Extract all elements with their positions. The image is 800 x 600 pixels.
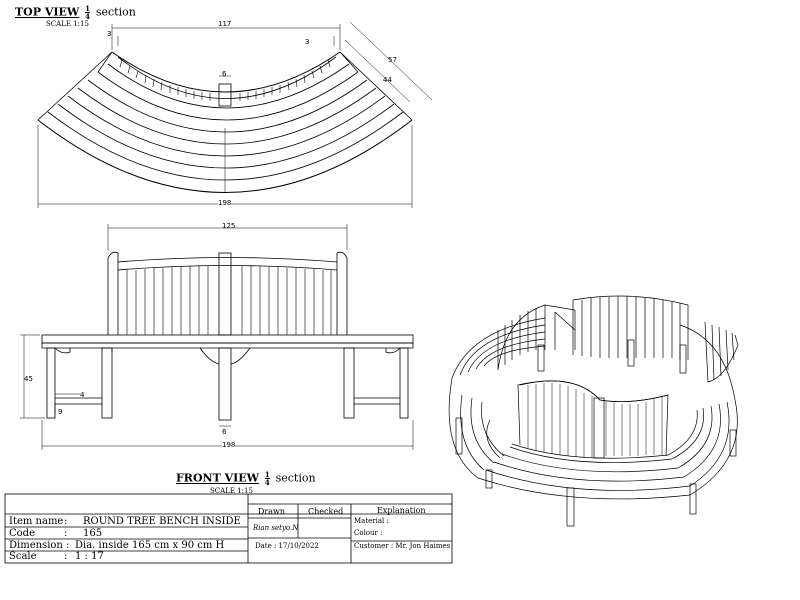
dim-front-4: 4 (80, 391, 85, 399)
item-name-colon: : (64, 516, 68, 527)
top-view-frac-den: 4 (85, 12, 91, 21)
front-view-title-text: FRONT VIEW (176, 471, 260, 485)
front-view-frac-num: 1 (264, 470, 270, 479)
item-name-row: Item name : ROUND TREE BENCH INSIDE 165 (5, 516, 255, 539)
top-view-frac-num: 1 (85, 4, 91, 13)
top-view-scale: SCALE 1:15 (46, 20, 89, 28)
code-row: Code : (5, 528, 255, 540)
scale-label: Scale (9, 551, 37, 562)
explanation-header: Explanation (377, 506, 426, 515)
dimension-value: Dia. inside 165 cm x 90 cm H (75, 540, 225, 551)
code-colon: : (64, 528, 68, 539)
dim-top-gap-right: 3 (305, 38, 310, 46)
scale-value: 1 : 17 (75, 551, 104, 562)
front-view-frac-den: 4 (264, 478, 270, 487)
dimension-colon: : (66, 540, 70, 551)
dim-top-post: 6 (222, 70, 227, 78)
scale-colon: : (64, 551, 68, 562)
material-text: Material : (354, 517, 389, 525)
item-name-label: Item name (9, 516, 64, 527)
front-view-drawing (41, 251, 414, 421)
top-view-drawing (37, 51, 413, 193)
dim-front-125: 125 (222, 222, 236, 230)
checked-header: Checked (308, 507, 344, 516)
dimension-label: Dimension (9, 540, 63, 551)
dim-front-45: 45 (24, 375, 33, 383)
front-view-scale: SCALE 1:15 (210, 487, 253, 495)
item-name-value: ROUND TREE BENCH INSIDE 165 (83, 516, 241, 539)
dimension-row: Dimension : Dia. inside 165 cm x 90 cm H (5, 540, 255, 552)
dim-top-57: 57 (388, 56, 397, 64)
drawn-by-signature: Rian setyo.N (253, 524, 299, 532)
dim-top-44: 44 (383, 76, 392, 84)
dim-front-6: 6 (222, 428, 227, 436)
code-label: Code (9, 528, 35, 539)
dim-top-117: 117 (218, 20, 232, 28)
dim-front-9: 9 (58, 408, 63, 416)
date-text: Date : 17/10/2022 (255, 542, 319, 550)
dim-top-gap-left: 3 (107, 30, 112, 38)
customer-text: Customer : Mr. Jon Haimes (354, 542, 451, 550)
dim-front-198: 198 (222, 441, 236, 449)
scale-row: Scale : 1 : 17 (5, 551, 255, 563)
title-block-frame (4, 493, 453, 564)
top-view-suffix: section (95, 5, 136, 19)
title-block: Item name : ROUND TREE BENCH INSIDE 165 … (5, 494, 452, 563)
colour-text: Colour : (354, 529, 383, 537)
drawn-header: Drawn (258, 507, 286, 516)
dim-top-198: 198 (218, 199, 232, 207)
isometric-view-drawing (448, 295, 739, 527)
top-view-title-text: TOP VIEW (15, 5, 80, 19)
front-view-suffix: section (275, 471, 316, 485)
